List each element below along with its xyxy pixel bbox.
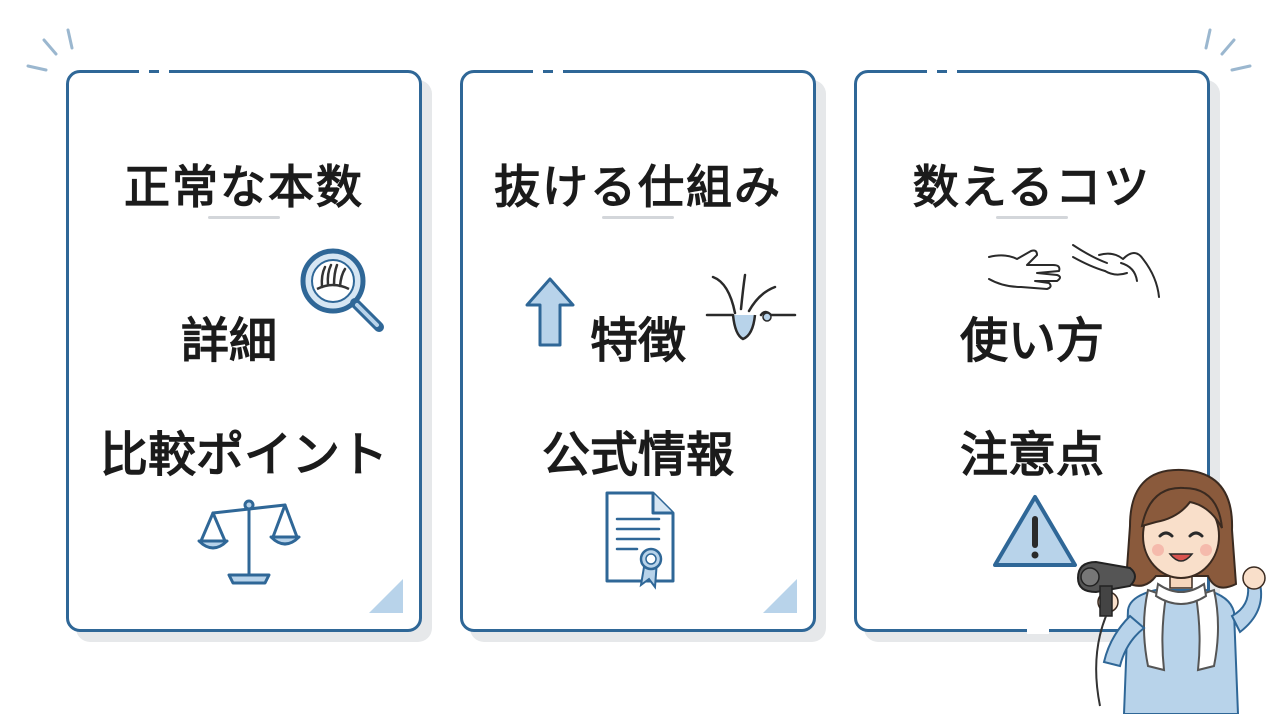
certificate-icon bbox=[605, 491, 675, 590]
card-item-details: 詳細 bbox=[180, 313, 277, 369]
card-item-precautions: 注意点 bbox=[959, 427, 1104, 483]
card-item-official-info: 公式情報 bbox=[541, 427, 734, 483]
card-title: 抜ける仕組み bbox=[494, 160, 782, 214]
woman-with-hair-dryer-illustration bbox=[1076, 468, 1266, 714]
divider bbox=[996, 216, 1068, 219]
warning-icon bbox=[993, 495, 1077, 567]
divider bbox=[208, 216, 280, 219]
scale-icon bbox=[197, 499, 301, 585]
sparkle-lines-right-icon bbox=[1204, 28, 1252, 72]
divider bbox=[602, 216, 674, 219]
card-title: 数えるコツ bbox=[912, 160, 1152, 214]
magnifier-hair-icon bbox=[300, 248, 384, 332]
card-title: 正常な本数 bbox=[124, 160, 364, 214]
card-item-features: 特徴 bbox=[589, 313, 686, 369]
hands-icon bbox=[988, 244, 1160, 298]
arrow-up-icon bbox=[525, 277, 575, 347]
card-normal-count: 正常な本数 詳細 比較ポイント bbox=[66, 68, 422, 632]
corner-fold-icon bbox=[763, 579, 797, 613]
card-item-comparison: 比較ポイント bbox=[99, 427, 388, 483]
sparkle-lines-left-icon bbox=[26, 28, 74, 72]
corner-fold-icon bbox=[369, 579, 403, 613]
hair-follicle-icon bbox=[705, 273, 797, 341]
card-counting-tips: 数えるコツ 使い方 注意点 bbox=[854, 68, 1210, 634]
card-item-how-to-use: 使い方 bbox=[959, 313, 1104, 369]
card-hair-loss-mechanism: 抜ける仕組み 特徴 公式情報 bbox=[460, 68, 816, 632]
